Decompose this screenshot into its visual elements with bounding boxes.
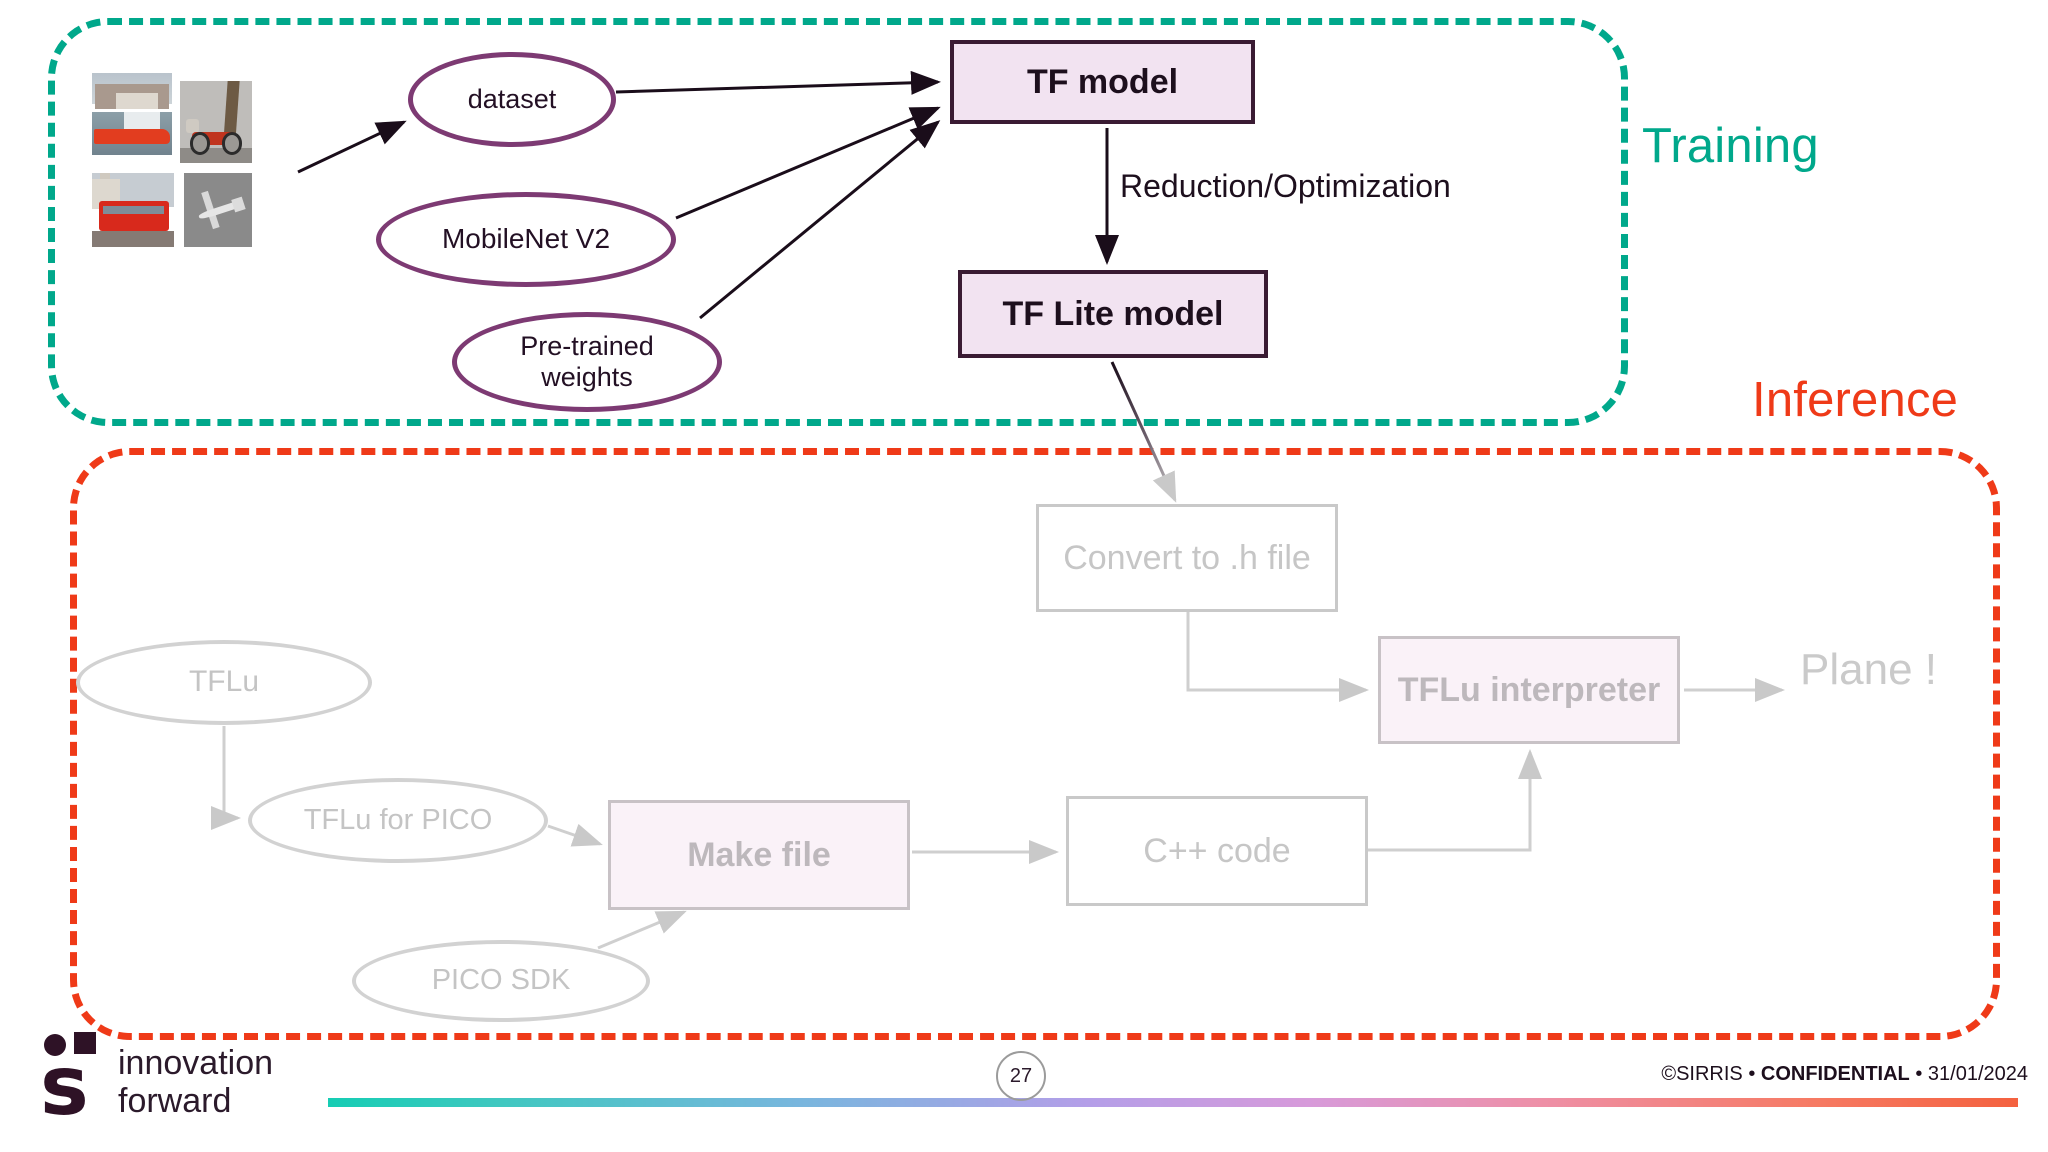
logo-dot-icon [44,1034,66,1056]
edge-label-reduction-optimization: Reduction/Optimization [1120,168,1451,204]
node-tf-model-label: TF model [1026,62,1179,101]
training-region-label: Training [1642,119,1819,173]
node-cpp-code[interactable]: C++ code [1066,796,1368,906]
node-tf-lite-model-label: TF Lite model [1002,294,1224,333]
copyright-prefix: ©SIRRIS • [1661,1063,1761,1085]
node-tflu-for-pico-label: TFLu for PICO [303,803,493,836]
logo-square-icon [74,1032,96,1054]
node-dataset[interactable]: dataset [408,52,616,147]
node-tflu-interpreter-label: TFLu interpreter [1397,670,1661,709]
node-tflu-label: TFLu [188,665,260,699]
node-convert-to-h-file[interactable]: Convert to .h file [1036,504,1338,612]
node-tf-lite-model[interactable]: TF Lite model [958,270,1268,358]
node-make-file-label: Make file [687,835,831,874]
page-number-badge: 27 [996,1051,1046,1101]
logo-tagline-line1: innovation [118,1044,274,1082]
sirris-logo: s innovation forward [40,1030,300,1130]
training-region-frame [48,18,1628,426]
node-pico-sdk[interactable]: PICO SDK [352,940,650,1022]
weights-line-2: weights [541,362,633,392]
plane-thumbnail [184,173,252,247]
boat-thumbnail [92,73,172,155]
node-mobilenet-v2-label: MobileNet V2 [441,223,611,255]
node-make-file[interactable]: Make file [608,800,910,910]
sirris-logo-mark: s [40,1030,106,1134]
node-tflu[interactable]: TFLu [76,640,372,725]
node-tflu-for-pico[interactable]: TFLu for PICO [248,778,548,863]
logo-tagline-line2: forward [118,1082,232,1120]
logo-tagline: innovation forward [118,1044,273,1120]
node-tf-model[interactable]: TF model [950,40,1255,124]
node-cpp-code-label: C++ code [1143,831,1291,870]
dataset-thumbnail-group [92,73,302,268]
footer-gradient-rule [328,1098,2018,1107]
logo-letter-s: s [40,1039,89,1134]
inference-region-label: Inference [1752,373,1959,427]
weights-line-1: Pre-trained [520,330,654,361]
node-mobilenet-v2[interactable]: MobileNet V2 [376,192,676,287]
node-pico-sdk-label: PICO SDK [431,964,571,997]
node-pretrained-weights[interactable]: Pre-trained weights [452,312,722,412]
motorcycle-thumbnail [180,81,252,163]
inference-region-frame [70,448,2000,1040]
copyright-confidential: CONFIDENTIAL [1760,1063,1910,1085]
page-number: 27 [1009,1064,1033,1087]
bus-thumbnail [92,173,174,247]
node-dataset-label: dataset [467,83,557,114]
node-tflu-interpreter[interactable]: TFLu interpreter [1378,636,1680,744]
node-convert-to-h-file-label: Convert to .h file [1063,538,1311,577]
node-pretrained-weights-label: Pre-trained weights [520,331,654,393]
node-result-plane: Plane ! [1800,645,1937,694]
copyright-date: • 31/01/2024 [1909,1063,2028,1085]
copyright-notice: ©SIRRIS • CONFIDENTIAL • 31/01/2024 [1661,1063,2028,1086]
